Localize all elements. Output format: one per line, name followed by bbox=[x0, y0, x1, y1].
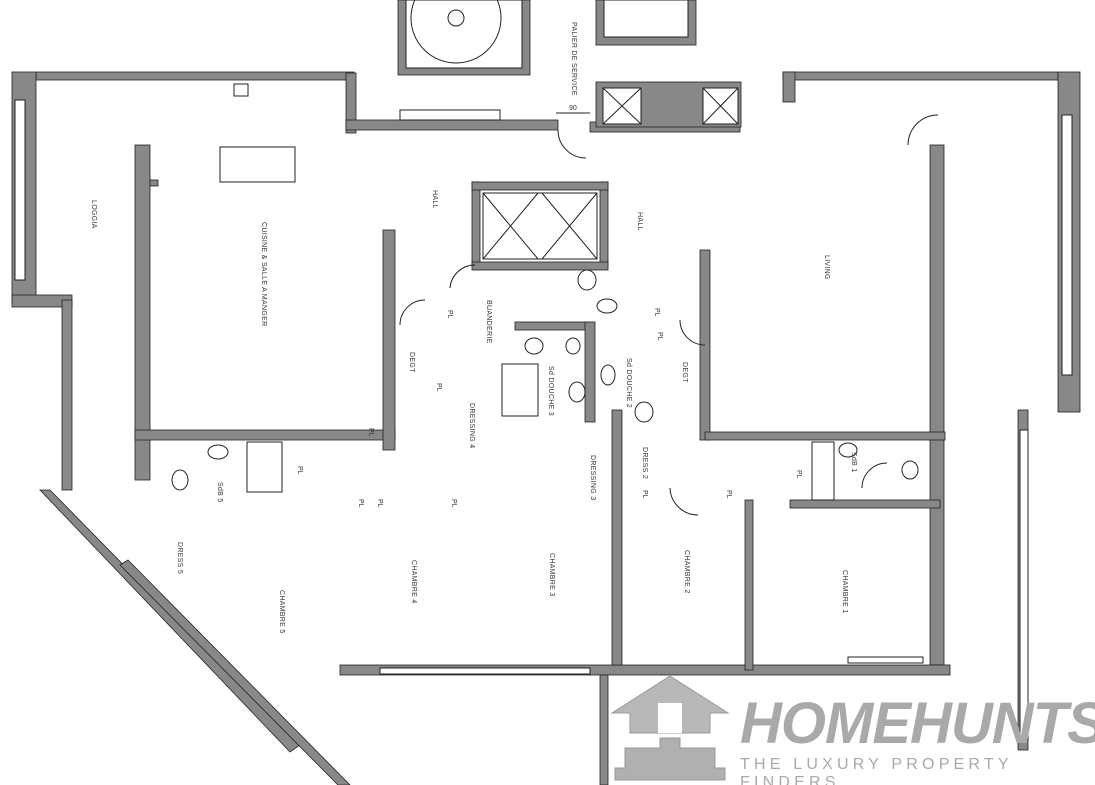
room-label-sdb-1: SdB 1 bbox=[850, 452, 857, 473]
placard-label: PL bbox=[656, 332, 663, 341]
room-label-chambre-5: CHAMBRE 5 bbox=[278, 590, 285, 634]
placard-label: PL bbox=[357, 499, 364, 508]
room-label-cuisine: CUISINE & SALLE A MANGER bbox=[260, 222, 267, 326]
placard-label: PL bbox=[376, 499, 383, 508]
dimension-label: 90 bbox=[569, 105, 577, 112]
room-label-chambre-2: CHAMBRE 2 bbox=[683, 550, 690, 594]
logo-tagline: THE LUXURY PROPERTY FINDERS bbox=[740, 756, 1013, 785]
room-label-dressing-4: DRESSING 4 bbox=[468, 403, 475, 448]
room-label-sd-douche-3: Sd DOUCHE 3 bbox=[547, 366, 554, 416]
room-label-degt-1: DEGT bbox=[408, 352, 415, 373]
room-label-chambre-3: CHAMBRE 3 bbox=[548, 553, 555, 597]
room-label-dressing-3: DRESSING 3 bbox=[589, 455, 596, 500]
placard-labels: PL PL PL PL PL PL PL PL PL PL PL PL bbox=[296, 308, 802, 508]
room-label-hall-1: HALL bbox=[431, 190, 438, 209]
house-logo-icon bbox=[610, 675, 730, 781]
placard-label: PL bbox=[725, 490, 732, 499]
room-labels: LOGGIA CUISINE & SALLE A MANGER HALL HALL LI… bbox=[90, 22, 857, 634]
room-label-dress-5: DRESS 5 bbox=[176, 542, 183, 574]
room-label-sd-douche-2: Sd DOUCHE 2 bbox=[625, 358, 632, 408]
placard-label: PL bbox=[296, 466, 303, 475]
room-label-sdb-5: SdB 5 bbox=[216, 482, 223, 503]
placard-label: PL bbox=[450, 499, 457, 508]
room-label-buanderie: BUANDERIE bbox=[485, 300, 492, 344]
homehunts-logo: HOMEHUNTS THE LUXURY PROPERTY FINDERS bbox=[610, 668, 1095, 785]
placard-label: PL bbox=[435, 383, 442, 392]
placard-label: PL bbox=[795, 470, 802, 479]
walls bbox=[11, 0, 1081, 785]
room-label-chambre-4: CHAMBRE 4 bbox=[410, 560, 417, 604]
placard-label: PL bbox=[446, 310, 453, 319]
room-label-hall-2: HALL bbox=[636, 212, 643, 231]
room-label-dress-2: DRESS 2 bbox=[641, 447, 648, 479]
placard-label: PL bbox=[641, 490, 648, 499]
room-label-loggia: LOGGIA bbox=[90, 200, 97, 229]
logo-wordmark: HOMEHUNTS bbox=[740, 691, 1095, 756]
fixtures bbox=[14, 0, 1073, 741]
room-label-chambre-1: CHAMBRE 1 bbox=[841, 570, 848, 614]
room-label-degt-2: DEGT bbox=[681, 362, 688, 383]
room-label-living: LIVING bbox=[823, 255, 830, 280]
placard-label: PL bbox=[367, 428, 374, 437]
placard-label: PL bbox=[653, 308, 660, 317]
room-label-palier: PALIER DE SERVICE bbox=[570, 22, 577, 96]
